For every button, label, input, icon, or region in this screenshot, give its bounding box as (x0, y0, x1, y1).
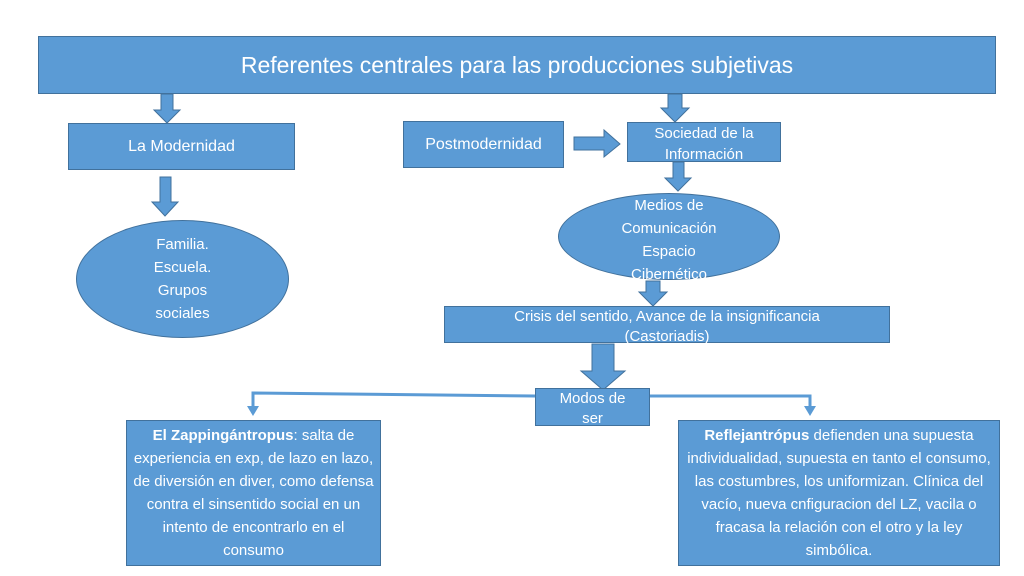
arrow-title-to-sociedad (659, 93, 691, 123)
familia-ellipse: Familia. Escuela. Grupos sociales (76, 220, 289, 338)
medios-line-1: Medios de (634, 197, 704, 214)
title-box: Referentes centrales para las produccion… (38, 36, 996, 94)
familia-line-3: Grupos (157, 282, 208, 299)
medios-line-4: Cibernético (631, 266, 707, 283)
sociedad-line-1: Sociedad de la (654, 125, 754, 142)
familia-line-1: Familia. (156, 236, 209, 253)
sociedad-box: Sociedad de la Información (627, 122, 781, 163)
reflejantropus-box: Reflejantrópus defienden una supuesta in… (678, 420, 1000, 566)
familia-line-2: Escuela. (153, 259, 212, 276)
crisis-line-1: Crisis del sentido, Avance de la insigni… (514, 308, 820, 325)
reflejantropus-term: Reflejantrópus (704, 427, 810, 444)
arrow-modernidad-to-familia (150, 176, 180, 217)
sociedad-line-2: Información (664, 146, 744, 163)
postmodernidad-text: Postmodernidad (425, 135, 542, 153)
arrow-title-to-modernidad (152, 93, 182, 124)
arrow-postmodernidad-to-sociedad (573, 128, 621, 159)
familia-line-4: sociales (155, 305, 210, 322)
connector-modos-to-zapping (251, 391, 536, 407)
title-text: Referentes centrales para las produccion… (240, 51, 794, 78)
arrowhead-zapping (247, 406, 259, 416)
reflejantropus-paragraph: Reflejantrópus defienden una supuesta in… (685, 424, 993, 562)
zappingantropus-box: El Zappingántropus: salta de experiencia… (126, 420, 381, 566)
zappingantropus-description: : salta de experiencia en exp, de lazo e… (133, 427, 374, 559)
arrow-crisis-to-modos (579, 343, 627, 391)
modernidad-text: La Modernidad (128, 137, 235, 155)
medios-line-2: Comunicación (621, 220, 717, 237)
modos-line-1: Modos de (559, 390, 626, 407)
crisis-box: Crisis del sentido, Avance de la insigni… (444, 306, 890, 345)
arrow-sociedad-to-medios (663, 161, 693, 192)
modos-line-2: ser (582, 410, 603, 427)
modos-box: Modos de ser (535, 388, 650, 427)
arrowhead-reflejantropus (804, 406, 816, 416)
crisis-line-2: (Castoriadis) (624, 328, 710, 345)
medios-line-3: Espacio (642, 243, 696, 260)
modernidad-box: La Modernidad (68, 123, 295, 170)
zappingantropus-paragraph: El Zappingántropus: salta de experiencia… (133, 424, 374, 562)
postmodernidad-box: Postmodernidad (403, 121, 564, 168)
arrow-medios-to-crisis (637, 280, 669, 307)
zappingantropus-term: El Zappingántropus (152, 427, 294, 444)
medios-ellipse: Medios de Comunicación Espacio Cibernéti… (558, 193, 780, 283)
connector-modos-to-reflejantropus (650, 394, 812, 407)
reflejantropus-description: defienden una supuesta individualidad, s… (687, 427, 991, 559)
